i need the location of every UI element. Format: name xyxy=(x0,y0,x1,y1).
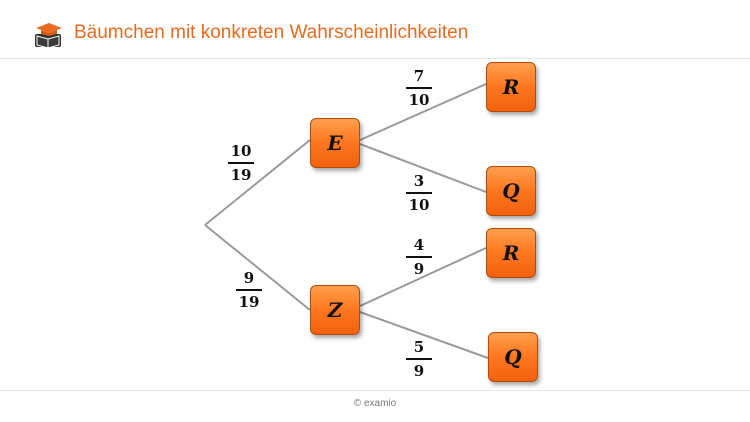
copyright-text: © examio xyxy=(353,398,397,409)
edge-z-r xyxy=(359,247,487,307)
graduation-cap-book-icon xyxy=(35,23,62,49)
fraction-bar xyxy=(406,256,432,258)
fraction-bar xyxy=(236,289,262,291)
node-e-r-label: R xyxy=(502,75,520,99)
node-e-label: E xyxy=(327,131,343,155)
page-title: Bäumchen mit konkreten Wahrscheinlichkei… xyxy=(74,22,469,43)
probability-e-r: 7 10 xyxy=(397,67,441,109)
probability-z-denominator: 19 xyxy=(238,293,260,311)
probability-e-r-denominator: 10 xyxy=(408,91,430,109)
node-z-r-label: R xyxy=(502,241,520,265)
edge-z-q xyxy=(359,311,489,359)
fraction-bar xyxy=(228,162,254,164)
fraction-bar xyxy=(406,87,432,89)
probability-z-q-numerator: 5 xyxy=(413,338,425,356)
edge-root-e xyxy=(204,139,311,226)
probability-e: 10 19 xyxy=(219,142,263,184)
node-e: E xyxy=(310,118,360,168)
probability-e-q: 3 10 xyxy=(397,172,441,214)
fraction-bar xyxy=(406,192,432,194)
node-e-q: Q xyxy=(486,166,536,216)
node-z: Z xyxy=(310,285,360,335)
probability-z-numerator: 9 xyxy=(243,269,255,287)
node-z-r: R xyxy=(486,228,536,278)
node-z-q-label: Q xyxy=(504,345,522,369)
probability-e-r-numerator: 7 xyxy=(413,67,425,85)
node-z-q: Q xyxy=(488,332,538,382)
probability-z-q-denominator: 9 xyxy=(413,362,425,380)
footer-divider xyxy=(0,390,750,391)
edge-root-z xyxy=(204,224,311,311)
header: Bäumchen mit konkreten Wahrscheinlichkei… xyxy=(0,0,750,59)
probability-e-q-numerator: 3 xyxy=(413,172,425,190)
node-z-label: Z xyxy=(327,298,343,322)
probability-z-q: 5 9 xyxy=(397,338,441,380)
probability-z-r-denominator: 9 xyxy=(413,260,425,278)
edge-e-r xyxy=(359,83,487,141)
fraction-bar xyxy=(406,358,432,360)
probability-e-denominator: 19 xyxy=(230,166,252,184)
probability-z: 9 19 xyxy=(227,269,271,311)
node-e-r: R xyxy=(486,62,536,112)
node-e-q-label: Q xyxy=(502,179,520,203)
edge-e-q xyxy=(359,143,487,193)
probability-z-r: 4 9 xyxy=(397,236,441,278)
probability-e-numerator: 10 xyxy=(230,142,252,160)
probability-z-r-numerator: 4 xyxy=(413,236,425,254)
probability-e-q-denominator: 10 xyxy=(408,196,430,214)
